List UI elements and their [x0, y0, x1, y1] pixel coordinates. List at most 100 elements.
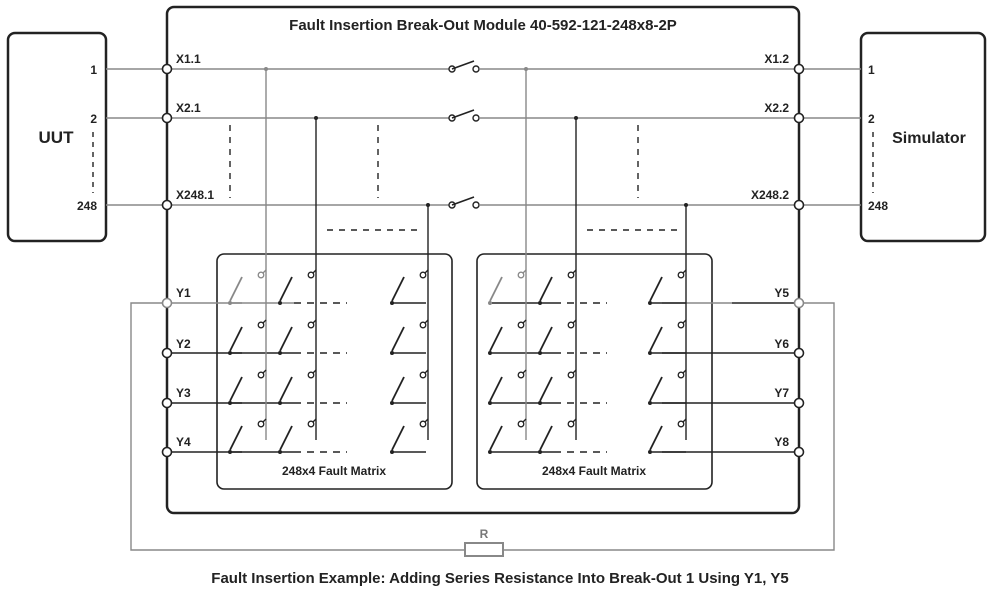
uut-pin-2: 2 [90, 112, 97, 126]
matrix-switch-contact-c5-r2 [567, 321, 575, 329]
module-title: Fault Insertion Break-Out Module 40-592-… [289, 17, 677, 34]
resistor-label: R [480, 527, 489, 541]
matrix-switch-contact-c2-r1 [307, 271, 315, 279]
matrix-switch-link-c3-r3 [424, 369, 429, 374]
y-left-terminal-2 [161, 347, 173, 359]
matrix-switch-contact-c4-r2 [517, 321, 525, 329]
matrix-switch-blade-c6-r1 [649, 276, 663, 302]
terminals [161, 63, 805, 458]
matrix-switch-pivot-c6-r3 [648, 401, 652, 405]
matrix-switch-pivot-c2-r4 [278, 450, 282, 454]
matrix-switch-link-c6-r2 [682, 319, 687, 324]
module-box [165, 5, 801, 515]
matrix-switch-pivot-c5-r4 [538, 450, 542, 454]
matrix-switch-link-c5-r2 [572, 319, 577, 324]
matrix-switch-blade-c3-r1 [391, 276, 405, 302]
y7-label: Y7 [774, 386, 789, 400]
matrix-switch-pivot-c2-r2 [278, 351, 282, 355]
matrix-switch-blade-c4-r3 [489, 376, 503, 402]
matrix-switch-pivot-c2-r1 [278, 301, 282, 305]
y-right-terminal-3 [793, 397, 805, 409]
uut-pin-248: 248 [77, 199, 97, 213]
matrix-switch-blade-c2-r2 [279, 326, 293, 352]
matrix-switch-pivot-c4-r1 [488, 301, 492, 305]
matrix-switch-link-c3-r4 [424, 418, 429, 423]
y-left-terminal-4 [161, 446, 173, 458]
wire-23 [503, 302, 835, 551]
y-right-terminal-1 [793, 297, 805, 309]
matrix-switch-pivot-c3-r4 [390, 450, 394, 454]
matrix-switch-blade-c4-r4 [489, 425, 503, 451]
matrix-switch-contact-c2-r2 [307, 321, 315, 329]
matrix-switch-pivot-c4-r2 [488, 351, 492, 355]
series-switch-blade-2 [451, 109, 475, 119]
matrix-switch-contact-c5-r3 [567, 371, 575, 379]
matrix-switch-blade-c1-r3 [229, 376, 243, 402]
matrix-switch-pivot-c3-r2 [390, 351, 394, 355]
matrix-switch-blade-c3-r3 [391, 376, 405, 402]
matrix-switch-link-c3-r2 [424, 319, 429, 324]
y3-label: Y3 [176, 386, 191, 400]
matrix-switch-pivot-c6-r1 [648, 301, 652, 305]
column-junction-3 [426, 203, 430, 207]
matrix-switch-link-c6-r1 [682, 269, 687, 274]
x-right-terminal-2 [793, 112, 805, 124]
matrix-switch-contact-c4-r1 [517, 271, 525, 279]
matrix-switch-pivot-c6-r2 [648, 351, 652, 355]
switches [228, 60, 687, 454]
y1-label: Y1 [176, 286, 191, 300]
y-left-terminal-3 [161, 397, 173, 409]
matrix-switch-blade-c2-r3 [279, 376, 293, 402]
matrix-switch-blade-c3-r4 [391, 425, 405, 451]
matrix-switch-contact-c1-r2 [257, 321, 265, 329]
y-right-terminal-2 [793, 347, 805, 359]
matrix-switch-link-c5-r3 [572, 369, 577, 374]
matrix-switch-link-c2-r1 [312, 269, 317, 274]
matrix-switch-contact-c6-r3 [677, 371, 685, 379]
matrix-switch-contact-c4-r4 [517, 420, 525, 428]
x-left-terminal-3 [161, 199, 173, 211]
x1-1-label: X1.1 [176, 52, 201, 66]
matrix-switch-blade-c1-r2 [229, 326, 243, 352]
matrix-switch-contact-c5-r1 [567, 271, 575, 279]
matrix-switch-pivot-c5-r3 [538, 401, 542, 405]
matrix-switch-contact-c6-r1 [677, 271, 685, 279]
fault-matrix-1-label: 248x4 Fault Matrix [282, 464, 386, 478]
matrix-switch-contact-c3-r1 [419, 271, 427, 279]
column-junction-2 [314, 116, 318, 120]
matrix-switch-link-c4-r3 [522, 369, 527, 374]
y-right-terminal-4 [793, 446, 805, 458]
matrix-switch-contact-c6-r4 [677, 420, 685, 428]
matrix-switch-blade-c5-r2 [539, 326, 553, 352]
matrix-switch-blade-c3-r2 [391, 326, 405, 352]
matrix-switch-pivot-c1-r2 [228, 351, 232, 355]
matrix-switch-blade-c1-r4 [229, 425, 243, 451]
matrix-switch-contact-c6-r2 [677, 321, 685, 329]
matrix-switch-link-c4-r4 [522, 418, 527, 423]
fault-matrix-1-box [216, 253, 453, 490]
matrix-switch-pivot-c6-r4 [648, 450, 652, 454]
uut-pin-1: 1 [90, 63, 97, 77]
simulator-pin-248: 248 [868, 199, 888, 213]
x248-2-label: X248.2 [751, 188, 789, 202]
matrix-switch-pivot-c4-r4 [488, 450, 492, 454]
matrix-switch-contact-c2-r4 [307, 420, 315, 428]
column-junction-1 [264, 67, 268, 71]
x248-1-label: X248.1 [176, 188, 214, 202]
matrix-switch-link-c2-r2 [312, 319, 317, 324]
matrix-switch-link-c1-r2 [262, 319, 267, 324]
matrix-switch-blade-c5-r3 [539, 376, 553, 402]
matrix-switch-pivot-c5-r2 [538, 351, 542, 355]
matrix-switch-link-c6-r3 [682, 369, 687, 374]
matrix-switch-contact-c1-r1 [257, 271, 265, 279]
column-junction-5 [574, 116, 578, 120]
y8-label: Y8 [774, 435, 789, 449]
matrix-switch-blade-c2-r4 [279, 425, 293, 451]
matrix-switch-blade-c6-r4 [649, 425, 663, 451]
wires [92, 67, 874, 551]
matrix-switch-link-c3-r1 [424, 269, 429, 274]
matrix-switch-contact-c4-r3 [517, 371, 525, 379]
matrix-switch-link-c4-r1 [522, 269, 527, 274]
matrix-switch-blade-c5-r1 [539, 276, 553, 302]
